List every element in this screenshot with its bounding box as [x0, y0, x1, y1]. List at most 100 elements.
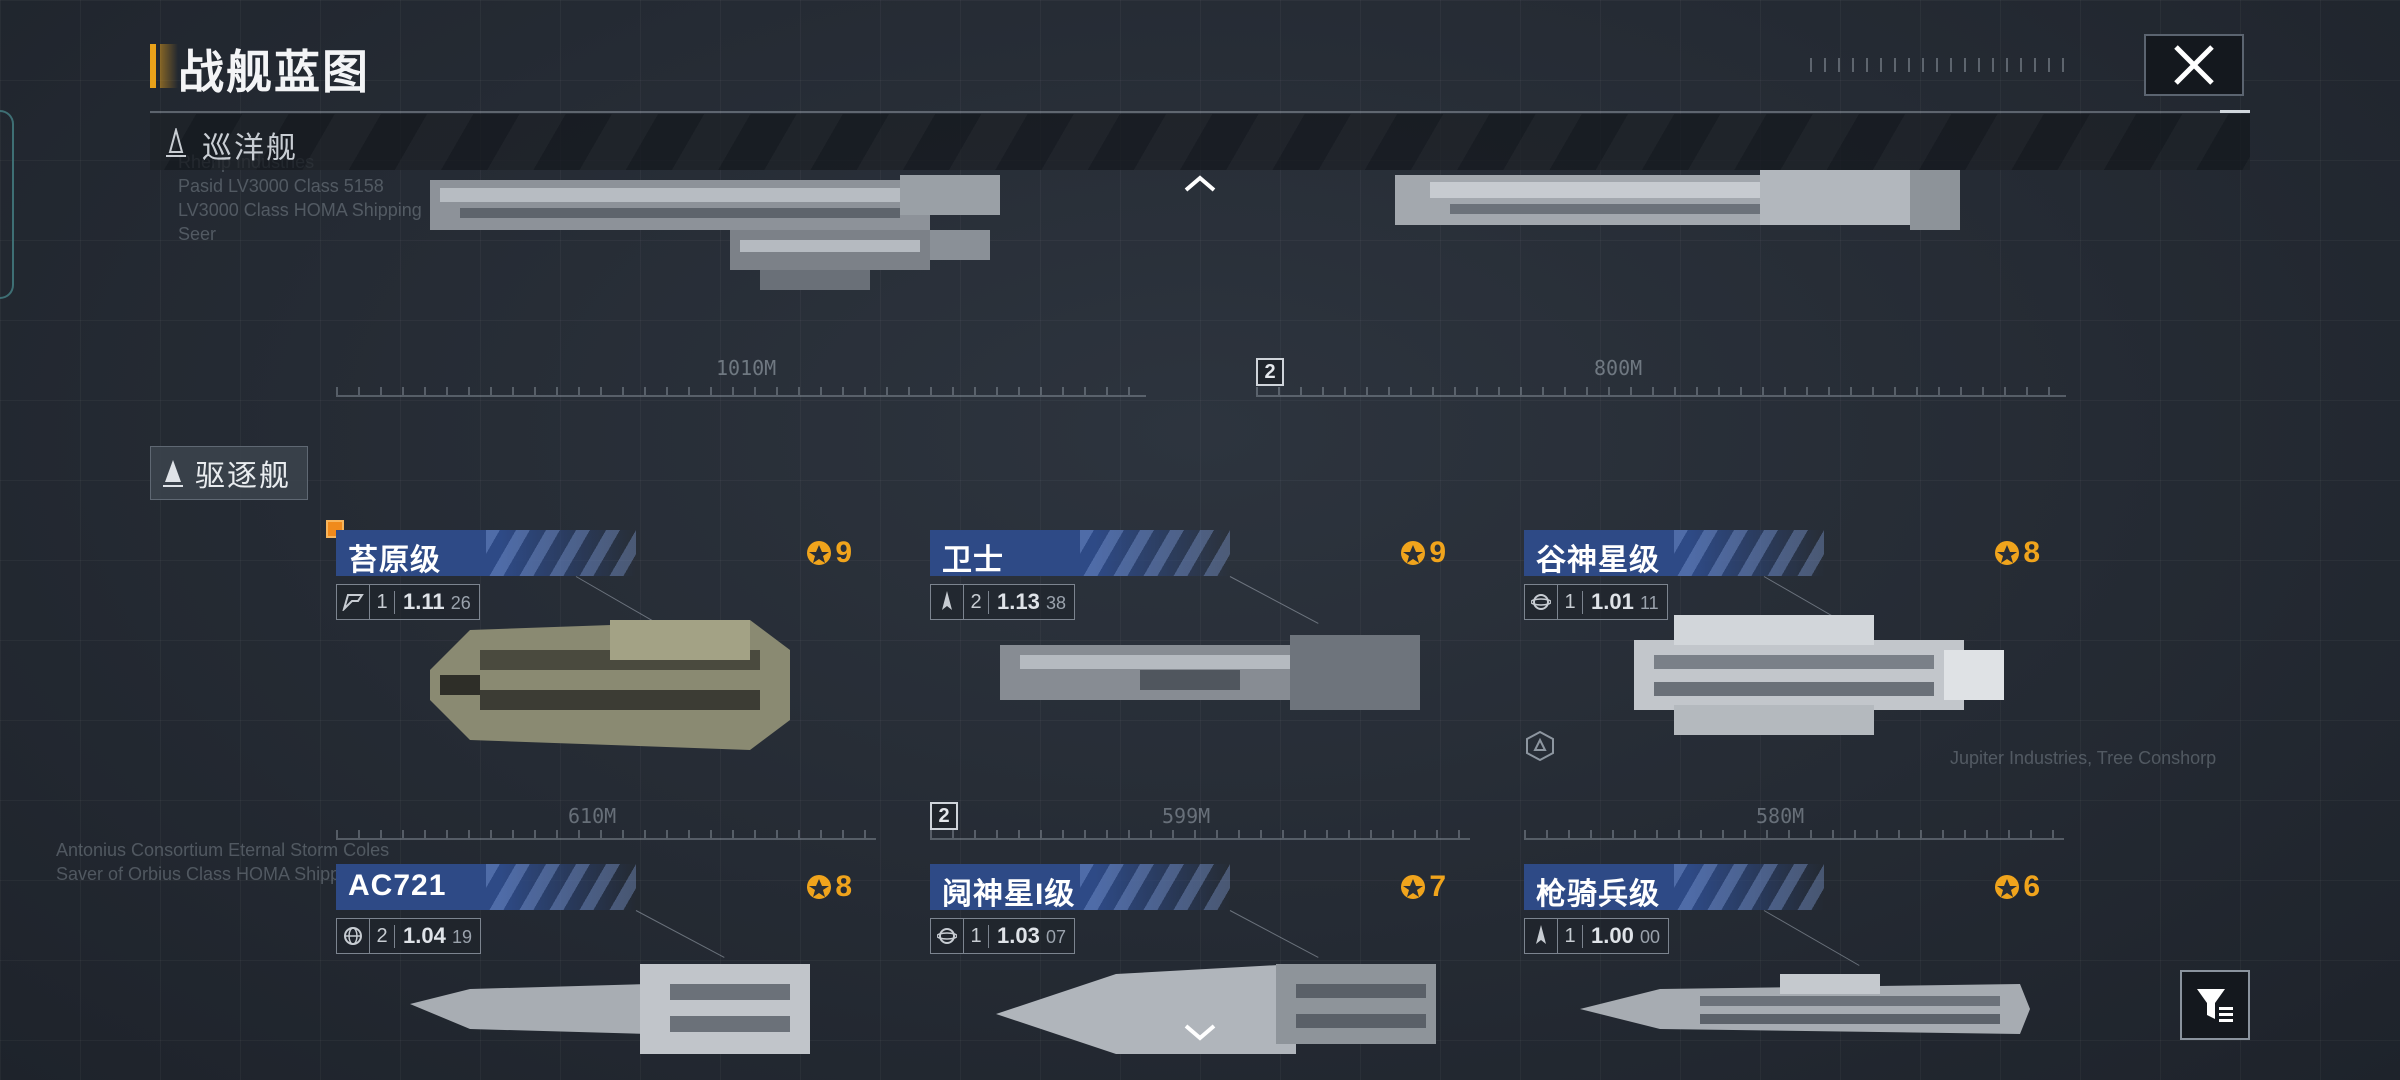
ship-cost: 7 — [1399, 870, 1446, 904]
ship-name: 阋神星I级 — [942, 878, 1076, 911]
cruiser-count-badge: 2 — [1256, 358, 1284, 386]
command-cost-icon — [1995, 541, 2020, 565]
rocket-icon — [931, 585, 964, 619]
close-icon — [2174, 45, 2214, 85]
ship-image — [430, 620, 790, 750]
ship-sub-version: 19 — [451, 927, 472, 947]
ship-cost: 9 — [1399, 536, 1446, 570]
ship-length: 610M — [568, 804, 617, 828]
ship-stats: 1 1.11 26 — [336, 584, 480, 620]
destroyer-section-header[interactable]: 驱逐舰 — [150, 446, 308, 500]
background-caption-left: Antonius Consortium Eternal Storm Coles … — [56, 840, 390, 884]
close-button[interactable] — [2144, 34, 2244, 96]
command-cost-icon — [807, 541, 832, 565]
ship-name-banner — [1524, 864, 1824, 910]
ship-cost: 8 — [805, 870, 852, 904]
cruiser-right-length: 800M — [1594, 356, 1643, 380]
leader-line — [1763, 910, 1860, 966]
ship-count-badge: 2 — [930, 802, 958, 830]
ship-version: 1.01 — [1591, 589, 1634, 614]
ship-name-banner — [930, 530, 1230, 576]
ship-sub-version: 00 — [1639, 927, 1660, 947]
ship-image — [1634, 615, 2004, 735]
ship-card-ac721[interactable]: AC721 8 2 1.04 19 — [336, 864, 876, 1080]
ship-stats: 2 1.13 38 — [930, 584, 1075, 620]
left-edge-bracket — [0, 110, 14, 299]
title-accent-bar — [150, 44, 156, 88]
chevron-down-icon — [1184, 1024, 1216, 1041]
ship-name: AC721 — [348, 869, 447, 902]
cruiser-scale-line-right — [1256, 387, 2066, 397]
ship-class-icon — [166, 128, 186, 157]
ship-cost: 8 — [1993, 536, 2040, 570]
ship-image — [996, 964, 1436, 1054]
command-cost-icon — [1401, 875, 1426, 899]
ship-version: 1.03 — [997, 923, 1040, 948]
scale-line — [1524, 830, 2064, 840]
leader-line — [635, 910, 725, 958]
ship-sub-version: 26 — [450, 593, 471, 613]
ship-sub-version: 38 — [1045, 593, 1066, 613]
ship-sub-version: 11 — [1639, 593, 1659, 613]
filter-button[interactable] — [2180, 970, 2250, 1040]
ship-image — [1000, 635, 1420, 710]
leader-line — [1229, 576, 1319, 624]
cruiser-section-label: 巡洋舰 — [202, 132, 298, 165]
cruiser-left-length: 1010M — [716, 356, 777, 380]
command-cost-icon — [1401, 541, 1426, 565]
chevron-up-icon — [1184, 175, 1216, 192]
title-accent-glow — [160, 44, 178, 88]
filter-icon — [2197, 989, 2233, 1022]
background-caption-right: Jupiter Industries, Tree Conshorp — [1950, 748, 2217, 768]
ship-name-banner — [336, 864, 636, 910]
scale-line — [930, 830, 1470, 840]
ship-length: 580M — [1756, 804, 1805, 828]
ship-sub-version: 07 — [1045, 927, 1066, 947]
ship-name: 卫士 — [942, 544, 1004, 577]
planet-icon — [931, 919, 964, 953]
ship-stats: 1 1.03 07 — [930, 918, 1075, 954]
ship-image — [410, 964, 810, 1054]
ship-card-lancer[interactable]: 枪骑兵级 6 1 1.00 00 — [1524, 864, 2064, 1080]
ship-name-banner — [336, 530, 636, 576]
ship-version: 1.04 — [403, 923, 446, 948]
ship-cost: 6 — [1993, 870, 2040, 904]
command-cost-icon — [1995, 875, 2020, 899]
globe-icon — [337, 919, 370, 953]
ship-cost: 9 — [805, 536, 852, 570]
header-divider-accent — [2220, 110, 2250, 113]
ship-name: 谷神星级 — [1536, 544, 1660, 577]
page-title: 战舰蓝图 — [178, 46, 370, 98]
cruiser-section-header[interactable]: 巡洋舰 — [150, 114, 2250, 170]
ship-name-banner — [1524, 530, 1824, 576]
scroll-up-chevron[interactable] — [1182, 168, 1218, 202]
ship-stats: 1 1.00 00 — [1524, 918, 1669, 954]
ship-version: 1.00 — [1591, 923, 1634, 948]
header-divider — [150, 111, 2250, 113]
scroll-down-chevron[interactable] — [1182, 1018, 1218, 1052]
scale-line — [336, 830, 876, 840]
header-tick-marks — [1810, 58, 2070, 72]
planet-icon — [1525, 585, 1558, 619]
ship-length: 599M — [1162, 804, 1211, 828]
cruiser-ship-left-image[interactable] — [420, 170, 1020, 320]
ship-name-banner — [930, 864, 1230, 910]
command-cost-icon — [807, 875, 832, 899]
rocket-icon — [1525, 919, 1558, 953]
destroyer-section-label: 驱逐舰 — [195, 460, 291, 493]
ship-name: 苔原级 — [348, 544, 441, 577]
ship-version: 1.11 — [403, 589, 445, 614]
ship-image — [1580, 974, 2030, 1034]
ship-stats: 1 1.01 11 — [1524, 584, 1668, 620]
ship-hint-icon — [1524, 730, 1556, 767]
cruiser-scale-line-left — [336, 387, 1146, 397]
ship-card-tundra[interactable]: 苔原级 9 1 1.11 26 610M — [326, 520, 876, 840]
ship-card-guardian[interactable]: 卫士 9 2 1.13 38 2 599M — [930, 530, 1470, 840]
ship-name: 枪骑兵级 — [1536, 878, 1660, 911]
ship-version: 1.13 — [997, 589, 1040, 614]
ship-card-eris[interactable]: 阋神星I级 7 1 1.03 07 — [930, 864, 1470, 1080]
ship-class-icon — [163, 460, 183, 487]
ship-stats: 2 1.04 19 — [336, 918, 481, 954]
cruiser-ship-right-image[interactable] — [1390, 170, 1970, 240]
ship-card-ceres[interactable]: 谷神星级 8 1 1.01 11 580M — [1524, 530, 2064, 840]
